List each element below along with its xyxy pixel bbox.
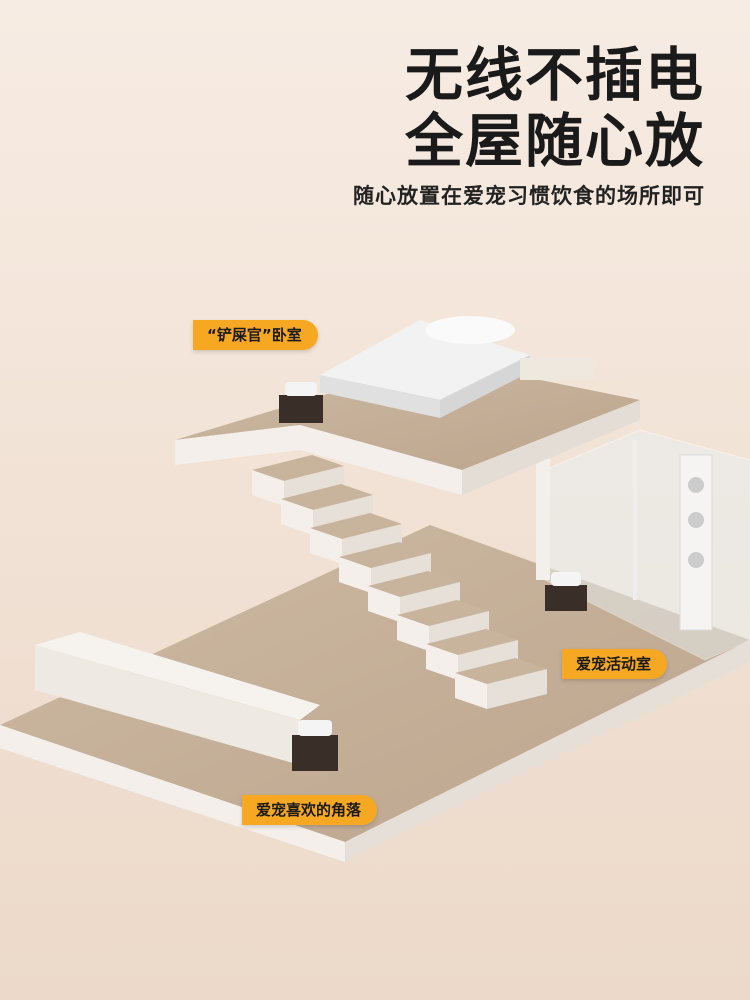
stair-step <box>397 600 489 626</box>
pet-feeder <box>545 572 587 611</box>
stair-riser <box>368 586 400 622</box>
stair-step <box>281 484 373 510</box>
bed <box>320 316 595 418</box>
label-activity-room: 爱宠活动室 <box>562 649 668 679</box>
stair-riser <box>252 470 284 506</box>
pet-feeder <box>292 720 338 771</box>
staircase <box>252 455 547 709</box>
stair-riser <box>455 673 487 709</box>
stair-step <box>252 455 344 481</box>
subtitle: 随心放置在爱宠习惯饮食的场所即可 <box>353 184 705 208</box>
label-bedroom: “铲屎官”卧室 <box>193 320 318 350</box>
stair-riser <box>310 528 342 564</box>
stair-step <box>339 542 431 568</box>
stair-step <box>310 513 402 539</box>
sofa <box>35 632 320 765</box>
upper-floor <box>175 360 640 495</box>
stair-riser <box>339 557 371 593</box>
stair-riser <box>281 499 313 535</box>
cat-tree <box>633 440 713 631</box>
stair-side <box>487 669 547 709</box>
stair-riser <box>426 644 458 680</box>
stair-step <box>426 629 518 655</box>
support-pillar <box>536 455 550 580</box>
stair-step <box>455 658 547 684</box>
label-corner: 爱宠喜欢的角落 <box>242 795 378 825</box>
pet-feeder <box>279 382 323 423</box>
headline-line-1: 无线不插电 <box>404 41 705 109</box>
stair-riser <box>397 615 429 651</box>
stair-step <box>368 571 460 597</box>
headline-line-2: 全屋随心放 <box>404 107 705 175</box>
